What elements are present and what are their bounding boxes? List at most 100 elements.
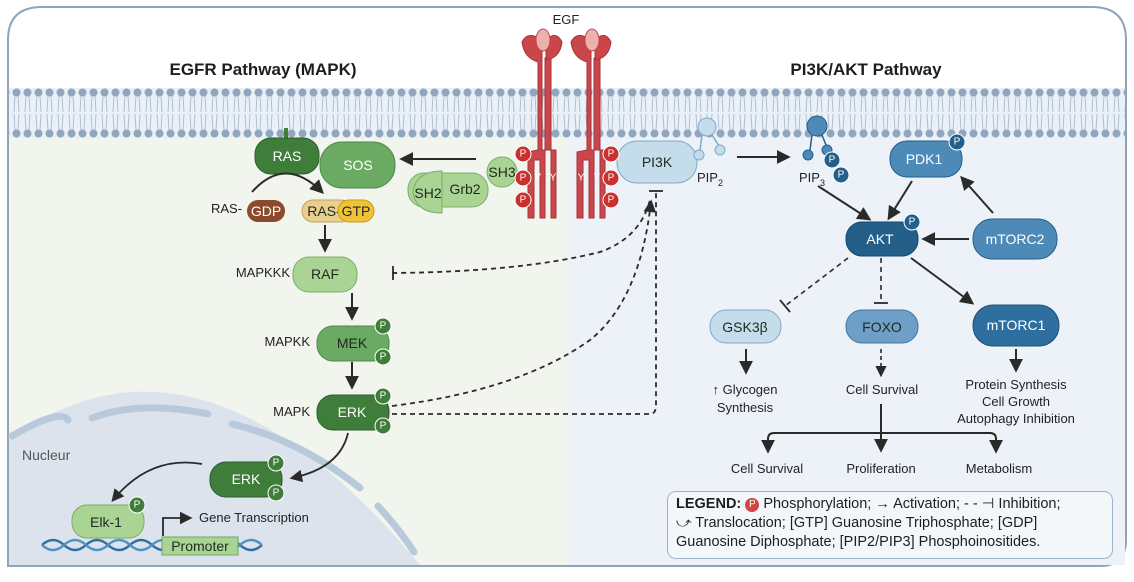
gdp-badge: GDP: [247, 200, 285, 222]
svg-text:P: P: [380, 391, 387, 402]
tyrosine-label: Y: [535, 173, 542, 184]
gene-transcription-label: Gene Transcription: [199, 510, 309, 525]
svg-text:P: P: [380, 352, 387, 363]
svg-text:P: P: [520, 173, 527, 184]
svg-text:GTP: GTP: [342, 203, 371, 219]
elk1-phospho-icon: P: [128, 496, 146, 514]
nuclear-erk-label: ERK: [232, 471, 261, 487]
legend-phosphorylation: Phosphorylation;: [763, 496, 872, 512]
mtorc2-to-pdk1-arrow: [960, 175, 994, 214]
nuclear-envelope-segment: [88, 404, 212, 422]
erk-node: MAPK ERK: [273, 394, 390, 431]
translocation-arrow-icon: ⤻: [676, 515, 692, 531]
svg-text:P: P: [954, 137, 961, 148]
svg-text:RAS-: RAS-: [307, 203, 341, 219]
pip3-phospho-icon: P: [832, 166, 850, 184]
pi3k-label: PI3K: [642, 154, 673, 170]
nuclear-erk: ERK: [209, 461, 283, 498]
crosstalk-lines: [391, 190, 663, 415]
mapk-label: MAPK: [273, 404, 310, 419]
elk1-node: Elk-1: [71, 504, 145, 539]
erk-translocation-arrow: [289, 432, 349, 483]
transcription-start-arrow: [162, 511, 193, 536]
erk-phospho-icon: P: [374, 417, 392, 435]
nuclear-envelope-segment: [228, 420, 364, 492]
ras-activation-arrow: [251, 172, 324, 194]
pdk1-phospho-icon: P: [948, 133, 966, 151]
legend-gdp-definition: Guanosine Diphosphate;: [676, 534, 836, 550]
mek-label: MEK: [337, 335, 368, 351]
mtorc2-label: mTORC2: [986, 231, 1045, 247]
pi3k-inhibits-raf-line: [391, 199, 651, 274]
egf-label: EGF: [553, 12, 580, 27]
pip3-phospho-icon: P: [823, 151, 841, 169]
pip3-label: PIP: [799, 170, 820, 185]
foxo-label: FOXO: [862, 319, 902, 335]
erk-phospho-icon: P: [374, 387, 392, 405]
receptor-phospho-icon: P: [602, 169, 620, 187]
outcome-proliferation: Proliferation: [846, 461, 915, 476]
svg-text:P: P: [909, 217, 916, 228]
tyrosine-label: Y: [594, 173, 601, 184]
mtorc1-node: mTORC1: [972, 304, 1060, 347]
legend-inhibition: Inhibition;: [998, 496, 1061, 512]
pdk1-node: PDK1: [889, 140, 963, 178]
mtorc1-outcome-line2: Cell Growth: [982, 394, 1050, 409]
mek-phospho-icon: P: [374, 317, 392, 335]
legend-gdp: [GDP]: [997, 515, 1038, 531]
nucleus-label: Nucleur: [22, 447, 71, 463]
mek-node: MAPKK MEK: [264, 325, 390, 362]
outcome-cell-survival: Cell Survival: [731, 461, 803, 476]
foxo-node: FOXO: [845, 309, 919, 344]
mapkk-label: MAPKK: [264, 334, 310, 349]
tyrosine-label: Y: [578, 173, 585, 184]
elk1-label: Elk-1: [90, 514, 122, 530]
akt-phospho-icon: P: [903, 213, 921, 231]
nuclear-envelope-segment: [374, 502, 418, 556]
gtp-badge: [337, 199, 375, 223]
svg-text:PIP2: PIP2: [697, 170, 723, 188]
sh2-label: SH2: [414, 185, 441, 201]
svg-text:GDP: GDP: [251, 203, 281, 219]
mek-phospho-icon: P: [374, 348, 392, 366]
pdk1-label: PDK1: [906, 151, 943, 167]
promoter-box: Promoter: [161, 536, 239, 556]
akt-node: AKT: [845, 221, 919, 257]
receptor-phospho-icon: P: [514, 145, 532, 163]
ras-label: RAS: [273, 148, 302, 164]
pip3-to-akt-arrow: [817, 185, 872, 221]
legend-pip: [PIP2/PIP3] Phosphoinositides.: [839, 534, 1041, 550]
tyrosine-label: Y: [550, 173, 557, 184]
akt-label: AKT: [866, 231, 894, 247]
raf-node: MAPKKK RAF: [236, 256, 358, 293]
final-branch-arrows: [761, 404, 1003, 454]
receptor-phospho-icon: P: [602, 191, 620, 209]
legend-activation: Activation;: [893, 496, 960, 512]
ras-gtp: RAS- GTP: [301, 199, 375, 223]
receptor-phospho-icon: P: [514, 191, 532, 209]
mtorc1-label: mTORC1: [987, 317, 1046, 333]
plasma-membrane: [9, 88, 1125, 138]
svg-text:P: P: [838, 170, 845, 181]
nuclear-envelope-segment: [8, 412, 72, 440]
outcome-metabolism: Metabolism: [966, 461, 1032, 476]
gsk3b-node: GSK3β: [709, 309, 782, 344]
pi3k-pathway-title: PI3K/AKT Pathway: [790, 60, 942, 79]
svg-text:P: P: [273, 488, 280, 499]
sh3-label: SH3: [488, 164, 515, 180]
svg-text:P: P: [829, 155, 836, 166]
gsk3b-outcome-line2: Synthesis: [717, 400, 774, 415]
akt-to-mtorc1-arrow: [910, 257, 975, 305]
nuclear-erk-phospho-icon: P: [267, 454, 285, 472]
sos-label: SOS: [343, 157, 373, 173]
erk-to-elk1-arrow: [111, 461, 203, 502]
legend-translocation: Translocation;: [695, 515, 786, 531]
svg-text:PIP3: PIP3: [799, 170, 825, 188]
svg-text:P: P: [608, 149, 615, 160]
mtorc1-outcome-line3: Autophagy Inhibition: [957, 411, 1075, 426]
ras-protein: RAS: [254, 128, 320, 175]
egfr-pathway-title: EGFR Pathway (MAPK): [169, 60, 356, 79]
ras-gdp-prefix: RAS-: [211, 201, 242, 216]
erk-inhibits-pi3k-line: [392, 191, 657, 415]
pi3k-node: PI3K: [616, 140, 698, 184]
